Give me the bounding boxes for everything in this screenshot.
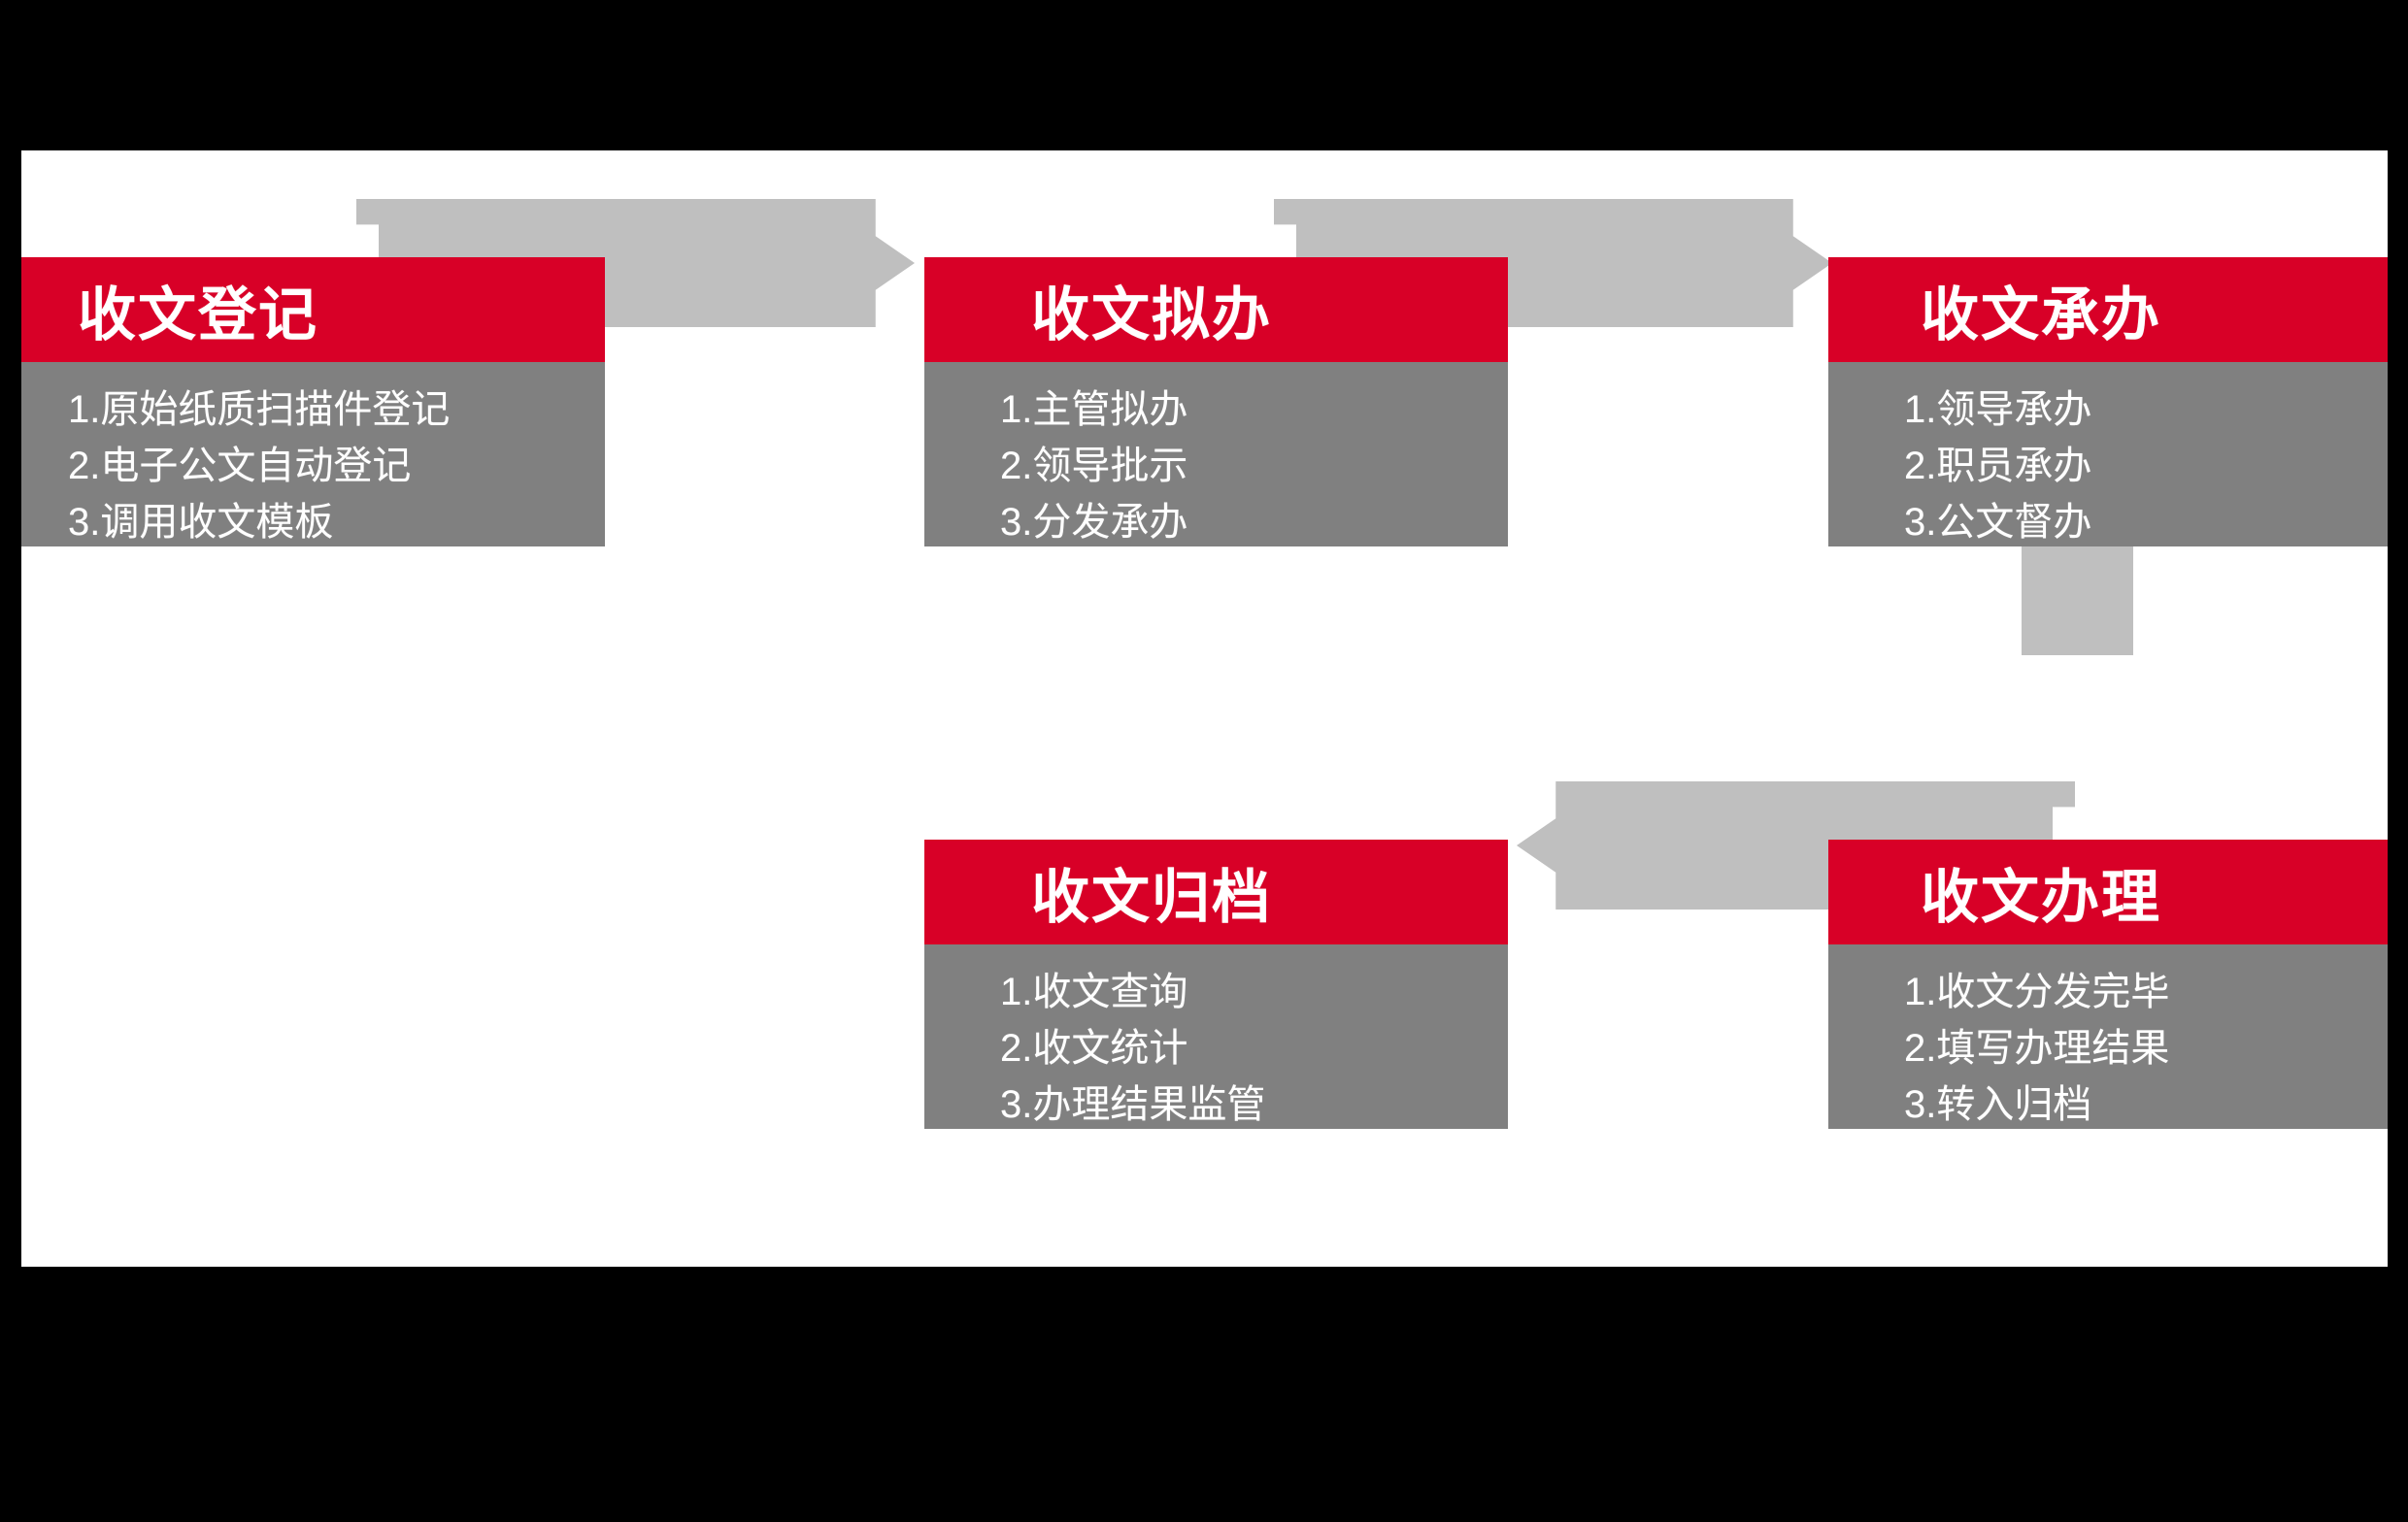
- list-item: 1.收文分发完毕: [1904, 971, 2170, 1013]
- process-card-receipt-processing[interactable]: 收文办理 1.收文分发完毕 2.填写办理结果 3.转入归档: [1828, 840, 2388, 1129]
- list-item: 1.原始纸质扫描件登记: [68, 388, 451, 431]
- list-item: 2.收文统计: [1000, 1027, 1188, 1070]
- card-title-receipt-drafting: 收文拟办: [924, 257, 1508, 362]
- list-item: 2.电子公文自动登记: [68, 445, 412, 487]
- card-body-receipt-processing: 1.收文分发完毕 2.填写办理结果 3.转入归档: [1828, 944, 2388, 1129]
- card-body-receipt-archiving: 1.收文查询 2.收文统计 3.办理结果监管: [924, 944, 1508, 1129]
- list-item: 2.填写办理结果: [1904, 1027, 2170, 1070]
- list-item: 3.调用收文模板: [68, 501, 334, 544]
- process-card-receipt-drafting[interactable]: 收文拟办 1.主管拟办 2.领导批示 3.分发承办: [924, 257, 1508, 546]
- list-item: 1.领导承办: [1904, 388, 2092, 431]
- card-body-receipt-registration: 1.原始纸质扫描件登记 2.电子公文自动登记 3.调用收文模板: [21, 362, 605, 546]
- list-item: 3.分发承办: [1000, 501, 1188, 544]
- list-item: 2.领导批示: [1000, 445, 1188, 487]
- card-title-receipt-archiving: 收文归档: [924, 840, 1508, 944]
- list-item: 3.转入归档: [1904, 1083, 2092, 1126]
- card-title-receipt-processing: 收文办理: [1828, 840, 2388, 944]
- card-body-receipt-drafting: 1.主管拟办 2.领导批示 3.分发承办: [924, 362, 1508, 546]
- list-item: 3.公文督办: [1904, 501, 2092, 544]
- card-title-receipt-undertaking: 收文承办: [1828, 257, 2388, 362]
- card-body-receipt-undertaking: 1.领导承办 2.职员承办 3.公文督办: [1828, 362, 2388, 546]
- list-item: 3.办理结果监管: [1000, 1083, 1266, 1126]
- process-card-receipt-undertaking[interactable]: 收文承办 1.领导承办 2.职员承办 3.公文督办: [1828, 257, 2388, 546]
- list-item: 1.主管拟办: [1000, 388, 1188, 431]
- process-card-receipt-registration[interactable]: 收文登记 1.原始纸质扫描件登记 2.电子公文自动登记 3.调用收文模板: [21, 257, 605, 546]
- card-title-receipt-registration: 收文登记: [21, 257, 605, 362]
- list-item: 1.收文查询: [1000, 971, 1188, 1013]
- list-item: 2.职员承办: [1904, 445, 2092, 487]
- process-card-receipt-archiving[interactable]: 收文归档 1.收文查询 2.收文统计 3.办理结果监管: [924, 840, 1508, 1129]
- diagram-canvas: 收文登记 1.原始纸质扫描件登记 2.电子公文自动登记 3.调用收文模板 收文拟…: [21, 150, 2388, 1267]
